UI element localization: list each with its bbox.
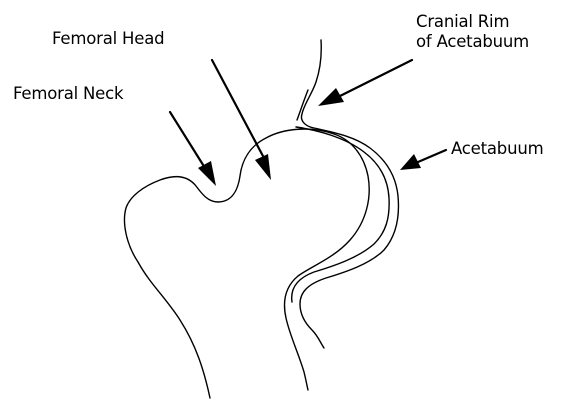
acetabulum-inner-outline <box>292 127 389 302</box>
acetabulum-outer-outline <box>300 40 398 348</box>
arrow-cranial-rim <box>318 60 412 106</box>
label-cranial-rim-word-acetabuum: Acetabuum <box>437 32 529 51</box>
pelvis-upper-edge <box>297 90 308 120</box>
arrow-cranial-rim-tip <box>318 88 344 106</box>
label-femoral-neck: Femoral Neck <box>13 84 123 104</box>
label-acetabulum: Acetabuum <box>451 139 543 159</box>
arrow-femoral-neck <box>170 112 216 186</box>
label-cranial-rim-of-acetabulum: Cranial Rim of Acetabuum <box>416 12 529 52</box>
femur-outline <box>125 129 370 398</box>
arrow-femoral-head <box>212 60 271 180</box>
arrow-acetabulum-tip <box>400 154 421 170</box>
arrow-acetabulum <box>400 150 446 170</box>
label-cranial-rim-line-1: Cranial Rim <box>416 12 529 32</box>
arrow-femoral-neck-tip <box>198 161 216 186</box>
arrow-femoral-head-tip <box>255 154 271 180</box>
label-femoral-head: Femoral Head <box>52 29 164 49</box>
label-cranial-rim-word-of: of <box>416 32 432 51</box>
label-cranial-rim-line-2: of Acetabuum <box>416 32 529 52</box>
label-cranial-rim-word-1: Cranial Rim <box>416 12 509 31</box>
